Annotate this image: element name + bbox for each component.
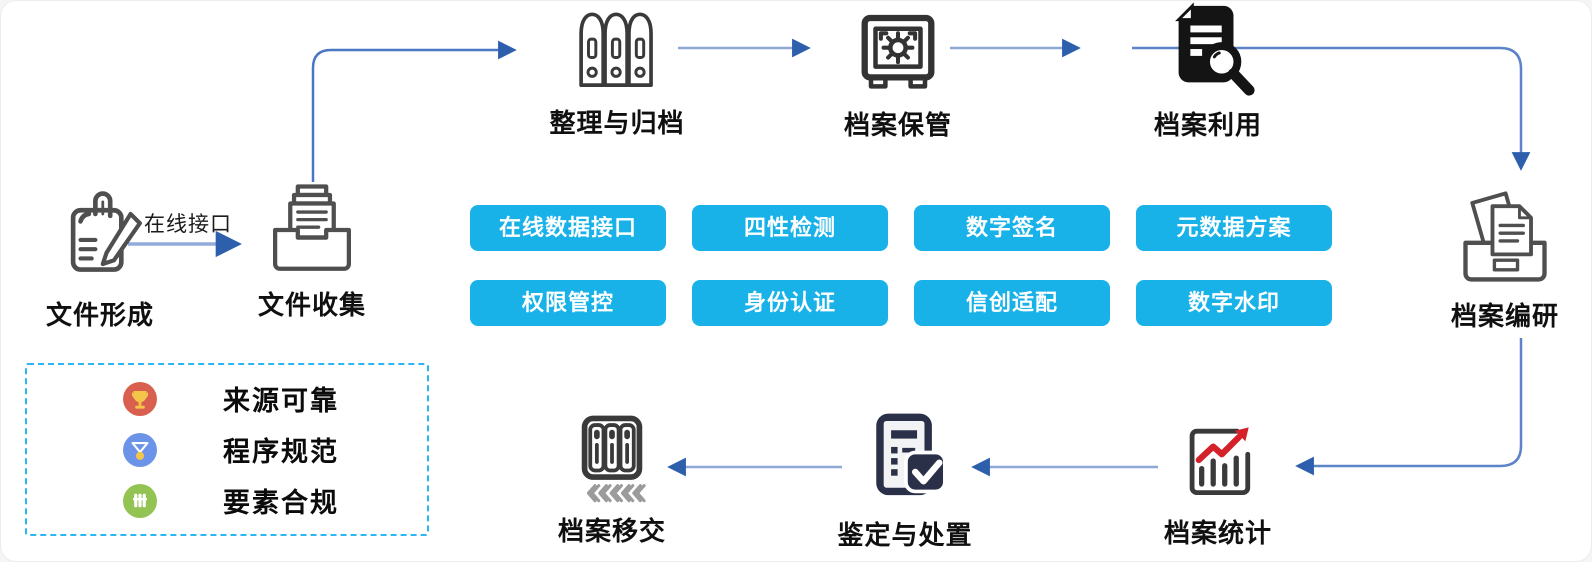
legend-label: 要素合规 — [223, 488, 339, 518]
chip-xinchuang-adaptation: 信创适配 — [914, 280, 1110, 326]
trophy-icon — [123, 381, 157, 416]
documents-tray-icon — [1463, 191, 1547, 282]
node-label: 档案利用 — [1153, 110, 1262, 140]
arrow-collection-to-organize — [311, 40, 517, 182]
inbox-document-icon — [273, 184, 351, 271]
arrow-use-to-compilation — [1132, 46, 1531, 171]
node-label: 整理与归档 — [549, 108, 685, 138]
node-label: 文件收集 — [257, 290, 366, 320]
legend-item-elements-compliant: 要素合规 — [123, 481, 427, 520]
chip-four-property-check: 四性检测 — [692, 205, 888, 251]
node-organize-archive: 整理与归档 — [527, 6, 707, 140]
legend-box: 来源可靠 程序规范 要素合规 — [25, 363, 429, 536]
chip-digital-watermark: 数字水印 — [1136, 280, 1332, 326]
node-archive-storage: 档案保管 — [808, 8, 988, 142]
medal-icon — [123, 432, 157, 467]
legend-label: 程序规范 — [223, 437, 339, 467]
node-archive-statistics: 档案统计 — [1128, 412, 1308, 550]
node-label: 鉴定与处置 — [837, 520, 973, 550]
chip-identity-authentication: 身份认证 — [692, 280, 888, 326]
node-file-formation: 文件形成 — [15, 188, 185, 332]
node-label: 档案编研 — [1450, 301, 1559, 331]
node-appraisal-disposal: 鉴定与处置 — [810, 408, 1000, 552]
statistics-chart-icon — [1189, 427, 1251, 496]
legend-item-source-reliable: 来源可靠 — [123, 379, 427, 418]
document-pen-icon — [70, 191, 142, 272]
checklist-check-icon — [876, 413, 947, 496]
node-file-collection: 文件收集 — [227, 180, 397, 322]
legend-label: 来源可靠 — [223, 386, 339, 416]
node-archive-use: 档案利用 — [1118, 2, 1298, 142]
arrow-compilation-to-statistics — [1295, 338, 1523, 476]
node-label: 文件形成 — [45, 300, 154, 330]
chip-online-data-interface: 在线数据接口 — [470, 205, 666, 251]
binders-transfer-icon — [581, 415, 646, 503]
node-label: 档案保管 — [843, 110, 952, 140]
chip-permission-control: 权限管控 — [470, 280, 666, 326]
node-label: 档案移交 — [557, 516, 666, 546]
legend-item-procedure-standard: 程序规范 — [123, 430, 427, 469]
chip-metadata-scheme: 元数据方案 — [1136, 205, 1332, 251]
node-label: 档案统计 — [1163, 518, 1272, 548]
node-archive-transfer: 档案移交 — [522, 413, 702, 548]
safe-icon — [861, 14, 935, 89]
node-archive-compilation: 档案编研 — [1415, 185, 1592, 333]
chip-digital-signature: 数字签名 — [914, 205, 1110, 251]
feature-chip-grid: 在线数据接口 四性检测 数字签名 元数据方案 权限管控 身份认证 信创适配 数字… — [470, 205, 1332, 326]
document-magnifier-icon — [1175, 2, 1255, 96]
fence-icon — [123, 483, 157, 518]
binders-icon — [579, 12, 653, 87]
edge-label-online-interface: 在线接口 — [144, 213, 232, 236]
